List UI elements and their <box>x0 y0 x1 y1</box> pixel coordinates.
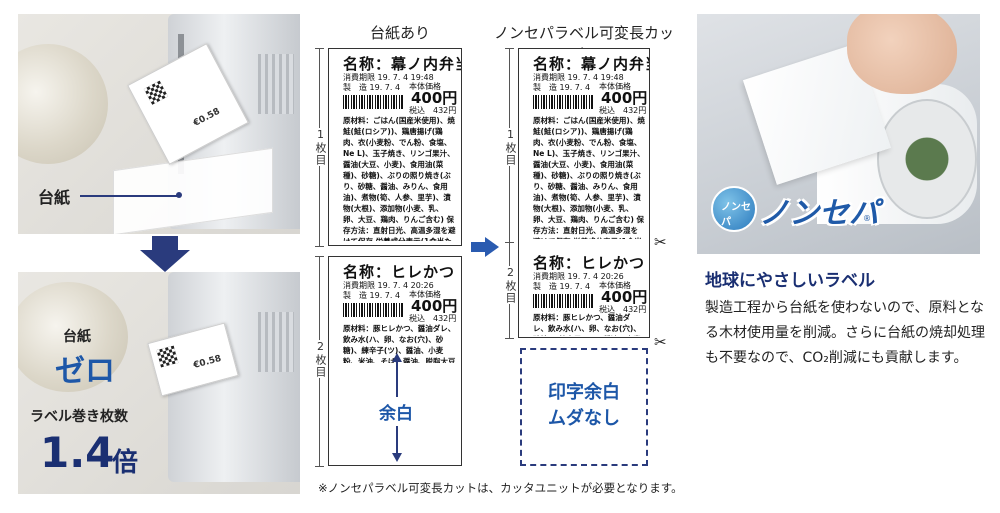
label-price-text: €0.58 <box>191 106 222 129</box>
barcode-icon <box>533 294 593 308</box>
receipt-ingredients: 原材料：ごはん(国産米使用)、焼鮭(鮭(ロシア))、鶏唐揚げ(鶏肉、衣(小麦粉、… <box>343 116 456 241</box>
sheet-1-label: 1枚目 <box>502 128 518 166</box>
right-arrow-icon <box>471 237 499 257</box>
receipt-production: 製 造 19. 7. 4 <box>533 282 591 291</box>
receipt-base-price-label: 本体価格 <box>409 290 441 299</box>
no-waste-box <box>520 348 648 466</box>
receipt-tax-price: 税込 432円 <box>409 106 457 115</box>
label-price-text: €0.58 <box>192 353 223 371</box>
logo-text: ノンセパ <box>759 196 879 231</box>
blank-space-label: 余白 <box>379 397 413 426</box>
receipt-base-price-label: 本体価格 <box>599 281 631 290</box>
scissors-icon: ✂ <box>654 233 667 251</box>
no-waste-line1: 印字余白 <box>548 382 620 403</box>
roll-core-image <box>877 99 977 219</box>
receipt-tax-price: 税込 432円 <box>599 106 647 115</box>
blank-arrow-up-icon <box>392 353 402 362</box>
printer-grill <box>258 312 294 372</box>
registered-mark: ® <box>863 214 871 223</box>
eco-friendly-description: 製造工程から台紙を使わないので、原料となる木材使用量を削減。さらに台紙の焼却処理… <box>705 300 985 366</box>
receipt-ingredients: 原材料：ごはん(国産米使用)、焼鮭(鮭(ロシア))、鶏唐揚げ(鶏肉、衣(小麦粉、… <box>533 116 645 239</box>
receipt-label-3: 名称：幕ノ内弁当 消費期限 19. 7. 4 19:48 製 造 19. 7. … <box>518 48 650 242</box>
receipt-ingredients: 原材料：豚ヒレかつ、醤油ダレ、飲み水(ハ、卵、なお(穴)、砂糖)、練辛子(ツ)、… <box>533 313 641 336</box>
printer-with-liner-photo: €0.58 台紙 <box>18 14 300 234</box>
receipt-base-price-label: 本体価格 <box>599 82 631 91</box>
receipt-production: 製 造 19. 7. 4 <box>343 291 401 300</box>
barcode-icon <box>533 95 593 109</box>
ratio-unit: 倍 <box>112 448 139 478</box>
receipt-expiry: 消費期限 19. 7. 4 20:26 <box>533 272 624 281</box>
sheet-1-label: 1枚目 <box>312 128 328 166</box>
receipt-label-1: 名称：幕ノ内弁当 消費期限 19. 7. 4 19:48 製 造 19. 7. … <box>328 48 462 246</box>
liner-callout: 台紙 <box>38 188 71 207</box>
sheet-2-label: 2枚目 <box>312 340 328 378</box>
barcode-icon <box>343 95 403 109</box>
printer-without-liner-photo: €0.58 <box>18 272 300 494</box>
sheet-2-label: 2枚目 <box>502 266 518 304</box>
receipt-expiry: 消費期限 19. 7. 4 19:48 <box>343 73 434 82</box>
receipt-price: 400円 <box>411 297 458 315</box>
food-bag-image <box>18 282 128 392</box>
receipt-price: 400円 <box>601 288 648 306</box>
receipt-price: 400円 <box>601 89 648 107</box>
liner-zero-title: 台紙 <box>63 329 91 345</box>
receipt-expiry: 消費期限 19. 7. 4 19:48 <box>533 73 624 82</box>
receipt-expiry: 消費期限 19. 7. 4 20:26 <box>343 281 434 290</box>
cutter-unit-footnote: ※ノンセパラベル可変長カットは、カッタユニットが必要となります。 <box>318 481 683 495</box>
receipt-label-2: 名称：ヒレかつ 消費期限 19. 7. 4 20:26 製 造 19. 7. 4… <box>328 256 462 466</box>
hand-image <box>847 14 957 94</box>
barcode-icon <box>343 303 403 317</box>
receipt-tax-price: 税込 432円 <box>599 305 647 314</box>
receipt-name: 名称：幕ノ内弁当 <box>533 55 650 73</box>
qr-code-icon <box>143 80 169 105</box>
with-liner-header: 台紙あり <box>369 24 430 42</box>
blank-arrow-down-icon <box>392 453 402 462</box>
nonsepa-logo: ノンセパ ノンセパ ® <box>711 182 881 238</box>
eco-friendly-heading: 地球にやさしいラベル <box>705 271 875 291</box>
liner-zero-callout: 台紙 ゼロ ラベル巻き枚数 1.4 倍 <box>18 272 148 494</box>
dim-cap <box>315 246 324 247</box>
dim-cap <box>505 338 514 339</box>
receipt-label-4: 名称：ヒレかつ 消費期限 19. 7. 4 20:26 製 造 19. 7. 4… <box>518 242 650 338</box>
receipt-name: 名称：ヒレかつ <box>343 263 456 281</box>
receipt-name: 名称：幕ノ内弁当 <box>343 55 462 73</box>
label-rolls-title: ラベル巻き枚数 <box>30 409 128 425</box>
printer-grill <box>258 54 294 114</box>
receipt-production: 製 造 19. 7. 4 <box>533 83 591 92</box>
callout-dot <box>176 192 182 198</box>
globe-logo-text: ノンセパ <box>721 202 751 228</box>
receipt-name: 名称：ヒレかつ <box>533 254 646 272</box>
down-arrow-icon <box>140 236 190 272</box>
globe-logo-icon: ノンセパ <box>711 186 757 232</box>
ratio-value: 1.4 <box>40 428 115 477</box>
qr-code-icon <box>156 345 179 368</box>
receipt-price: 400円 <box>411 89 458 107</box>
callout-line <box>80 195 178 197</box>
receipt-production: 製 造 19. 7. 4 <box>343 83 401 92</box>
receipt-base-price-label: 本体価格 <box>409 82 441 91</box>
receipt-tax-price: 税込 432円 <box>409 314 457 323</box>
food-bag-image <box>18 44 108 164</box>
liner-zero-value: ゼロ <box>55 354 115 389</box>
scissors-icon: ✂ <box>654 333 667 351</box>
no-waste-line2: ムダなし <box>548 408 620 429</box>
dim-cap <box>315 466 324 467</box>
